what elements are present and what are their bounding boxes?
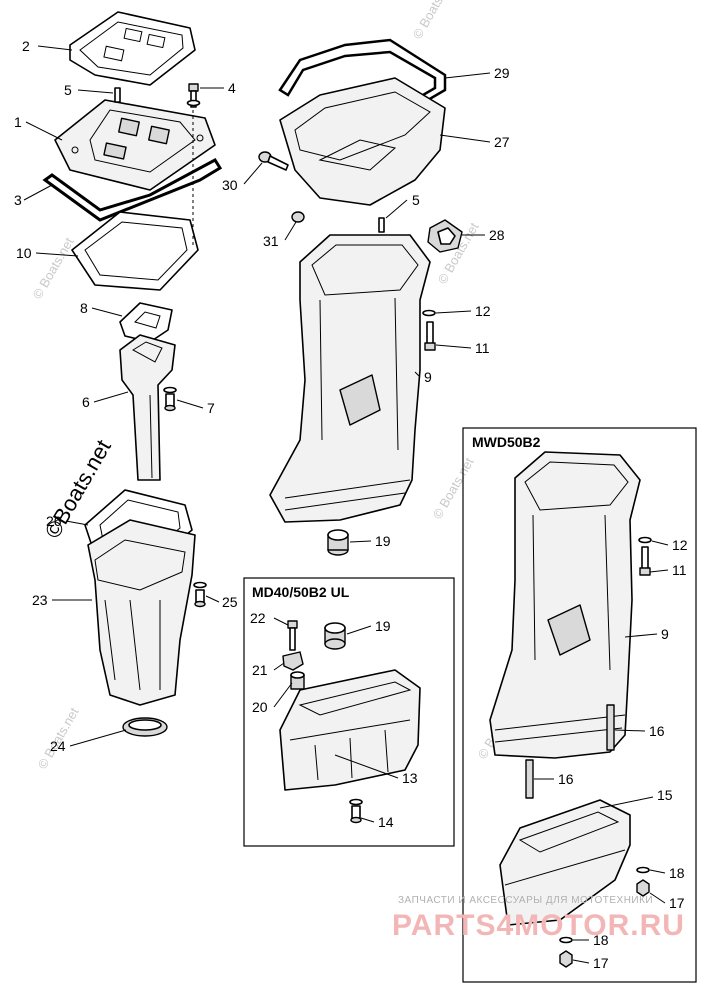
leader-lines — [23, 45, 669, 964]
callout-21: 21 — [252, 662, 268, 678]
callout-23: 23 — [32, 592, 48, 608]
part-31-grommet — [291, 211, 305, 223]
callout-12: 12 — [475, 303, 491, 319]
callout-10: 10 — [16, 245, 32, 261]
callout-5: 5 — [64, 82, 72, 98]
part-19-mount — [327, 529, 349, 556]
part-7-bolt — [163, 386, 177, 412]
callout-3: 3 — [14, 192, 22, 208]
callout-22: 22 — [250, 610, 266, 626]
callout-11: 11 — [672, 562, 687, 578]
panel-title-mwd: MWD50B2 — [472, 434, 541, 450]
watermark-faint: © Boats.net — [30, 235, 77, 302]
callout-30: 30 — [222, 177, 238, 193]
callout-7: 7 — [207, 400, 215, 416]
callout-6: 6 — [82, 394, 90, 410]
callout-1: 1 — [14, 114, 22, 130]
part-14-bolt — [349, 798, 363, 824]
part-21-clamp — [282, 651, 304, 671]
callout-4: 4 — [228, 80, 236, 96]
callout-9: 9 — [424, 369, 432, 385]
callout-19: 19 — [375, 533, 391, 549]
callout-27: 27 — [494, 134, 510, 150]
part-15-extension — [499, 799, 631, 926]
callout-11: 11 — [475, 340, 490, 356]
callout-31: 31 — [263, 233, 279, 249]
part-30-bolt — [258, 151, 289, 171]
callout-13: 13 — [402, 770, 418, 786]
callout-16: 16 — [649, 723, 665, 739]
part-12-washer — [638, 536, 652, 544]
part-4-bolt — [186, 83, 201, 108]
part-18-washer — [559, 936, 573, 944]
callout-18: 18 — [669, 865, 685, 881]
part-28-grommet — [427, 219, 463, 253]
part-13-extension — [279, 669, 421, 791]
part-10-gasket — [71, 211, 199, 291]
part-17-nut — [636, 879, 650, 897]
part-17-nut — [559, 950, 573, 968]
callout-9: 9 — [661, 626, 669, 642]
callout-18: 18 — [593, 932, 609, 948]
part-9-upper-casing — [489, 451, 641, 759]
brand-watermark: ЗАПЧАСТИ И АКСЕССУАРЫ ДЛЯ МОТОТЕХНИКИ PA… — [392, 895, 685, 942]
callout-28: 28 — [489, 227, 505, 243]
callout-24: 24 — [50, 738, 66, 754]
callout-16: 16 — [558, 771, 574, 787]
watermark-faint: © Boats.net — [410, 0, 457, 41]
part-3-seal — [42, 158, 223, 222]
panel-title-ul: MD40/50B2 UL — [252, 584, 350, 600]
part-5-dowel-pin — [114, 87, 121, 103]
callout-8: 8 — [80, 300, 88, 316]
callout-12: 12 — [672, 537, 688, 553]
part-9-upper-casing — [269, 234, 431, 523]
callout-15: 15 — [657, 787, 673, 803]
callout-17: 17 — [593, 955, 609, 971]
part-16-stud — [525, 759, 534, 799]
panel-mwd50b2 — [462, 427, 697, 983]
part-23-oil-pan — [87, 519, 196, 706]
part-24-seal — [122, 717, 168, 737]
part-12-washer — [422, 309, 436, 317]
part-8-gasket — [119, 302, 173, 343]
part-16-stud — [606, 704, 615, 751]
callout-25: 25 — [222, 594, 238, 610]
part-1-adapter-plate — [54, 99, 216, 191]
callout-20: 20 — [252, 699, 268, 715]
brand-tagline: ЗАПЧАСТИ И АКСЕССУАРЫ ДЛЯ МОТОТЕХНИКИ — [398, 895, 653, 906]
part-11-bolt — [424, 321, 436, 351]
part-6-exhaust-pipe — [119, 334, 176, 481]
part-18-washer — [636, 866, 650, 874]
part-25-bolt — [193, 581, 207, 608]
part-22-bolt — [287, 620, 298, 651]
callout-5: 5 — [412, 192, 420, 208]
callout-19: 19 — [375, 618, 391, 634]
part-2-gasket — [69, 11, 196, 86]
callout-26: 26 — [46, 513, 62, 529]
panel-md40-50b2-ul — [243, 577, 455, 847]
part-5-dowel-pin — [378, 217, 385, 233]
callout-2: 2 — [22, 38, 30, 54]
part-11-bolt — [639, 546, 651, 576]
watermark-faint: © Boats.net — [430, 455, 477, 522]
callout-14: 14 — [378, 814, 394, 830]
callout-numbers: 2 5 4 1 3 10 8 6 7 26 23 25 24 29 27 30 … — [14, 38, 688, 971]
part-19-mount — [324, 622, 346, 650]
callout-17: 17 — [669, 895, 685, 911]
part-20-bush — [290, 671, 305, 690]
brand-name: PARTS4MOTOR.RU — [392, 909, 685, 942]
callout-29: 29 — [494, 65, 510, 81]
part-27-apron — [279, 77, 446, 206]
